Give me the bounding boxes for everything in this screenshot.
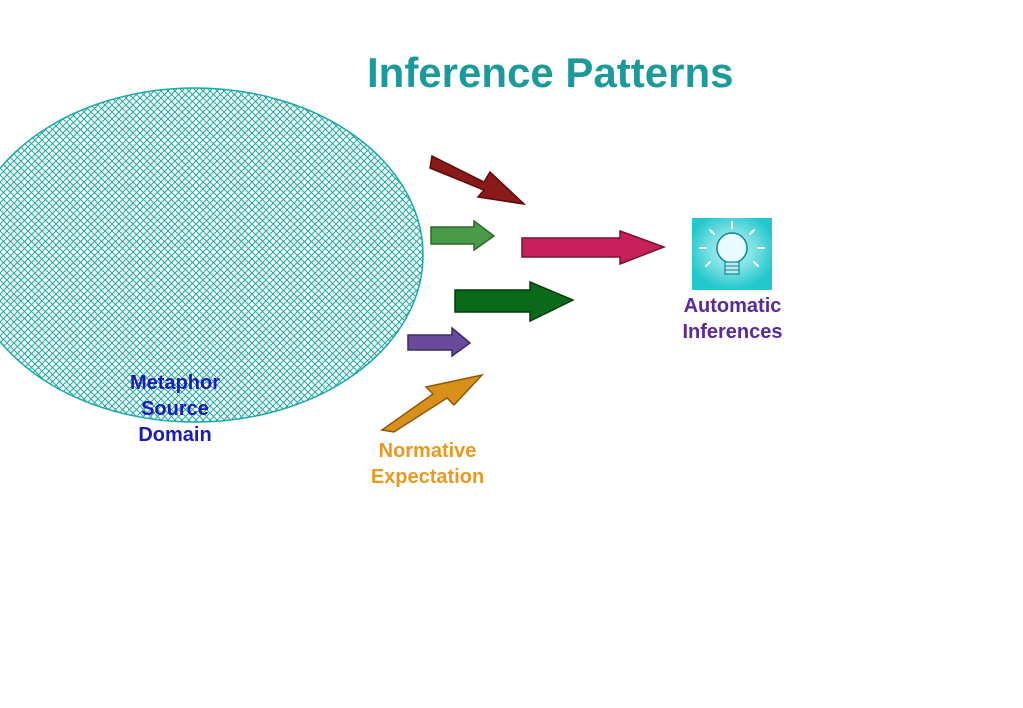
normative-line-2: Expectation	[370, 466, 485, 488]
arrow-dark-red	[429, 154, 527, 206]
source-domain-line-3: Domain	[138, 424, 212, 446]
source-domain-label: Metaphor Source Domain	[95, 370, 255, 448]
arrow-orange	[380, 373, 485, 433]
arrow-dark-green	[454, 280, 575, 323]
arrow-purple	[407, 326, 472, 358]
page-title: Inference Patterns	[367, 49, 734, 96]
source-domain-line-2: Source	[141, 398, 209, 420]
automatic-line-2: Inferences	[682, 321, 783, 343]
source-domain-line-1: Metaphor	[130, 372, 220, 394]
automatic-line-1: Automatic	[683, 295, 782, 317]
normative-line-1: Normative	[378, 440, 477, 462]
source-domain-ellipse	[0, 87, 424, 423]
lightbulb-icon	[692, 218, 772, 290]
arrow-light-green	[430, 219, 496, 252]
normative-expectation-label: Normative Expectation	[340, 438, 515, 490]
arrow-crimson	[521, 229, 667, 266]
automatic-inferences-label: Automatic Inferences	[650, 293, 815, 345]
